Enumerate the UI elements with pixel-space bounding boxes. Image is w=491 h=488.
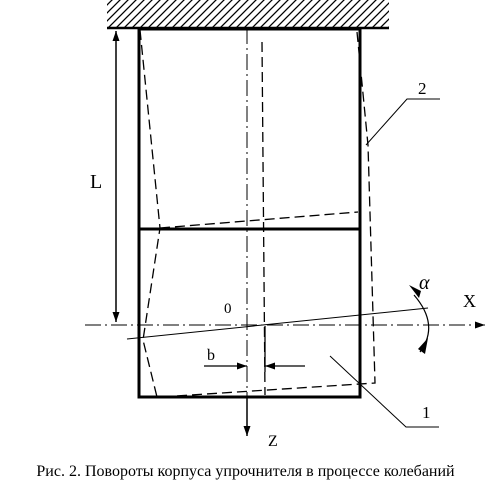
x-axis-label: X (463, 291, 476, 311)
housing-rotated-position (139, 29, 376, 398)
part-2-label: 2 (418, 79, 427, 98)
angle-arc (409, 285, 430, 354)
part-1-label: 1 (422, 403, 431, 422)
fixed-support (107, 0, 389, 30)
rotated-axis-line (126, 307, 429, 340)
offset-dimension (204, 326, 305, 372)
origin-label: 0 (224, 301, 232, 317)
length-label: L (90, 171, 102, 193)
z-axis-label: Z (268, 433, 278, 450)
figure-caption: Рис. 2. Повороты корпуса упрочнителя в п… (36, 463, 455, 480)
length-dimension (107, 27, 138, 322)
housing-rest-position (137, 27, 362, 399)
leader-lines (329, 98, 440, 428)
offset-label: b (207, 347, 215, 364)
angle-label: α (419, 272, 430, 294)
